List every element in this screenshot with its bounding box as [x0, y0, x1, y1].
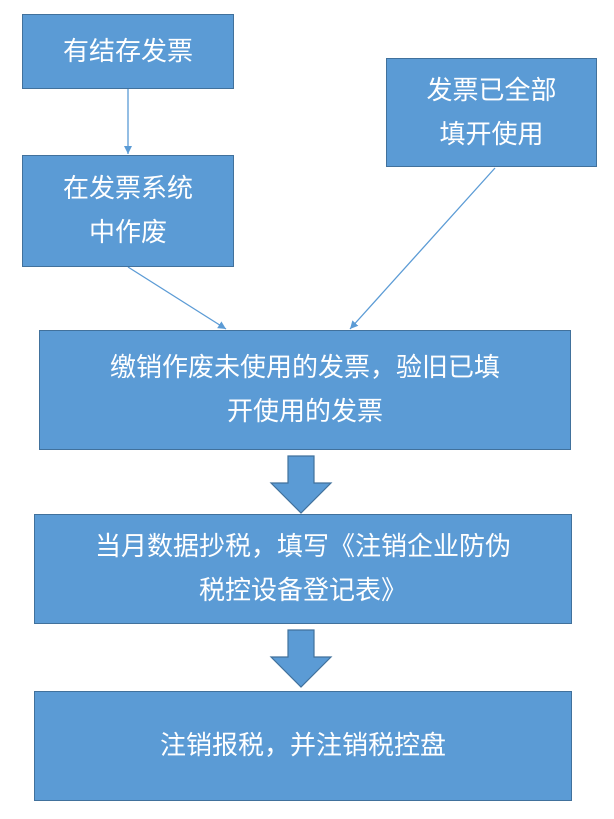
box-copy-tax-label: 当月数据抄税，填写《注销企业防伪 税控设备登记表》 — [94, 532, 511, 606]
box-have-invoices-label: 有结存发票 — [62, 36, 193, 67]
box-copy-tax: 当月数据抄税，填写《注销企业防伪 税控设备登记表》 — [34, 514, 572, 624]
box-cancel-and-verify: 缴销作废未使用的发票，验旧已填 开使用的发票 — [39, 330, 571, 450]
box-have-invoices: 有结存发票 — [22, 14, 234, 89]
box-all-used-label: 发票已全部 填开使用 — [426, 75, 557, 150]
box-deregister: 注销报税，并注销税控盘 — [34, 691, 572, 801]
box-void-in-system: 在发票系统 中作废 — [22, 155, 234, 267]
box-deregister-label: 注销报税，并注销税控盘 — [159, 731, 446, 761]
block-arrow-cancel-to-copy — [269, 455, 333, 514]
block-arrow-copy-to-deregister — [269, 629, 333, 688]
arrow-void-to-cancel — [127, 266, 227, 330]
box-all-used: 发票已全部 填开使用 — [386, 58, 597, 167]
box-void-in-system-label: 在发票系统 中作废 — [62, 174, 193, 248]
box-cancel-and-verify-label: 缴销作废未使用的发票，验旧已填 开使用的发票 — [109, 353, 500, 427]
arrow-used-to-cancel — [349, 167, 496, 330]
